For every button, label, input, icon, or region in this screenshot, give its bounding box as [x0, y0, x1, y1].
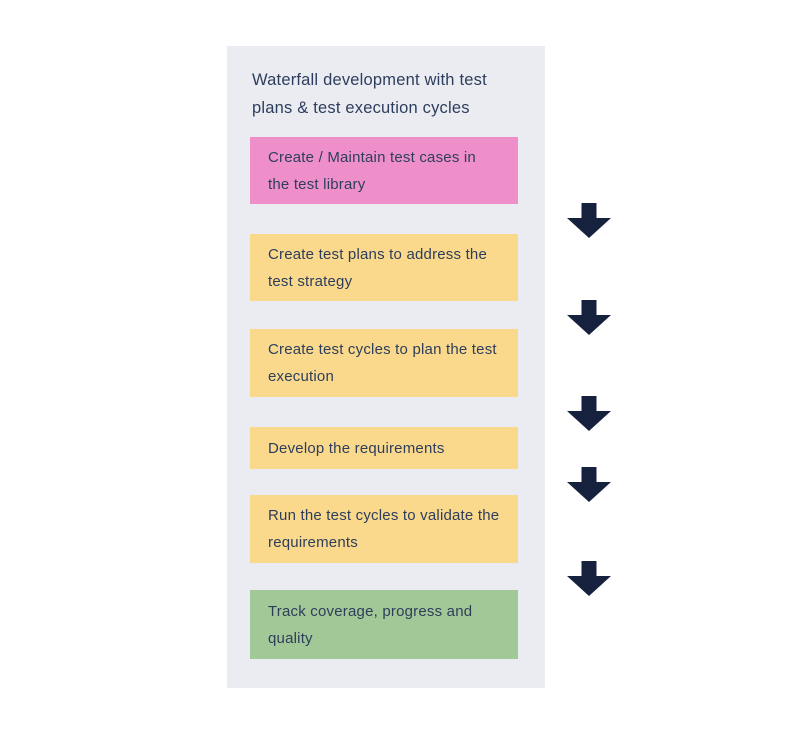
step-box-develop-requirements: Develop the requirements [250, 427, 518, 469]
diagram-title: Waterfall development with test plans & … [252, 71, 487, 117]
down-arrow-icon [567, 561, 611, 596]
step-label: Develop the requirements [268, 439, 445, 457]
down-arrow-icon [567, 203, 611, 238]
step-box-create-test-plans: Create test plans to address the test st… [250, 234, 518, 301]
flow-arrow [567, 203, 611, 238]
flow-arrow [567, 300, 611, 335]
down-arrow-icon [567, 396, 611, 431]
step-label: Run the test cycles to validate the requ… [268, 507, 500, 551]
step-label: Create test plans to address the test st… [268, 245, 488, 290]
step-box-create-test-cycles: Create test cycles to plan the test exec… [250, 329, 518, 397]
step-label: Track coverage, progress and quality [268, 602, 473, 647]
down-arrow-icon [567, 467, 611, 502]
step-box-track-coverage: Track coverage, progress and quality [250, 590, 518, 659]
flow-arrow [567, 467, 611, 502]
flow-arrow [567, 396, 611, 431]
down-arrow-icon [567, 300, 611, 335]
step-label: Create / Maintain test cases in the test… [268, 148, 476, 193]
step-label: Create test cycles to plan the test exec… [268, 341, 497, 385]
flowchart-panel: Waterfall development with test plans & … [227, 46, 611, 688]
step-box-run-test-cycles: Run the test cycles to validate the requ… [250, 495, 518, 563]
step-box-create-maintain-test-cases: Create / Maintain test cases in the test… [250, 137, 518, 204]
flow-arrow [567, 561, 611, 596]
